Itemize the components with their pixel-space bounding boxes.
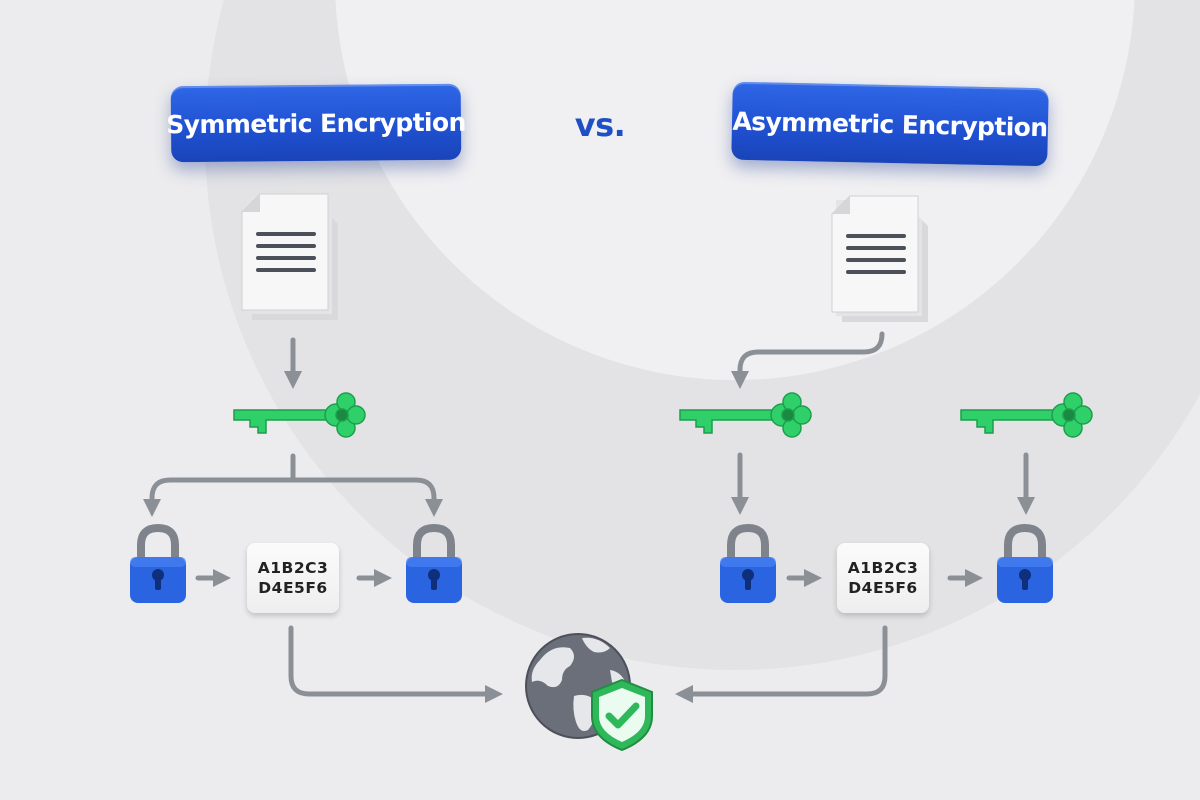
padlock-icon: [720, 523, 776, 603]
ciphertext-line2: D4E5F6: [258, 579, 328, 597]
key-icon: [960, 392, 1093, 438]
arrow-cipher-to-globe-asym: [675, 625, 888, 703]
ciphertext-line2: D4E5F6: [848, 579, 918, 597]
vs-label: vs.: [574, 106, 626, 144]
ciphertext-line1: A1B2C3: [257, 559, 329, 577]
arrow-split-right: [290, 477, 443, 517]
document-icon: [241, 193, 338, 320]
shield-check-icon: [591, 678, 653, 752]
document-icon: [831, 195, 928, 322]
arrow-split-left: [143, 477, 296, 517]
padlock-icon: [406, 523, 462, 603]
arrow-cipher-to-globe-sym: [288, 625, 503, 703]
symmetric-title: Symmetric Encryption: [166, 83, 466, 163]
ciphertext-line1: A1B2C3: [847, 559, 919, 577]
key-icon: [233, 392, 366, 438]
padlock-icon: [997, 523, 1053, 603]
globe-icon: [525, 633, 653, 752]
ciphertext-card: A1B2C3 D4E5F6: [247, 543, 339, 613]
padlock-icon: [130, 523, 186, 603]
asymmetric-title: Asymmetric Encryption: [731, 81, 1049, 167]
ciphertext-card: A1B2C3 D4E5F6: [837, 543, 929, 613]
arrow-doc-to-key-asym: [731, 331, 885, 389]
key-icon: [679, 392, 812, 438]
